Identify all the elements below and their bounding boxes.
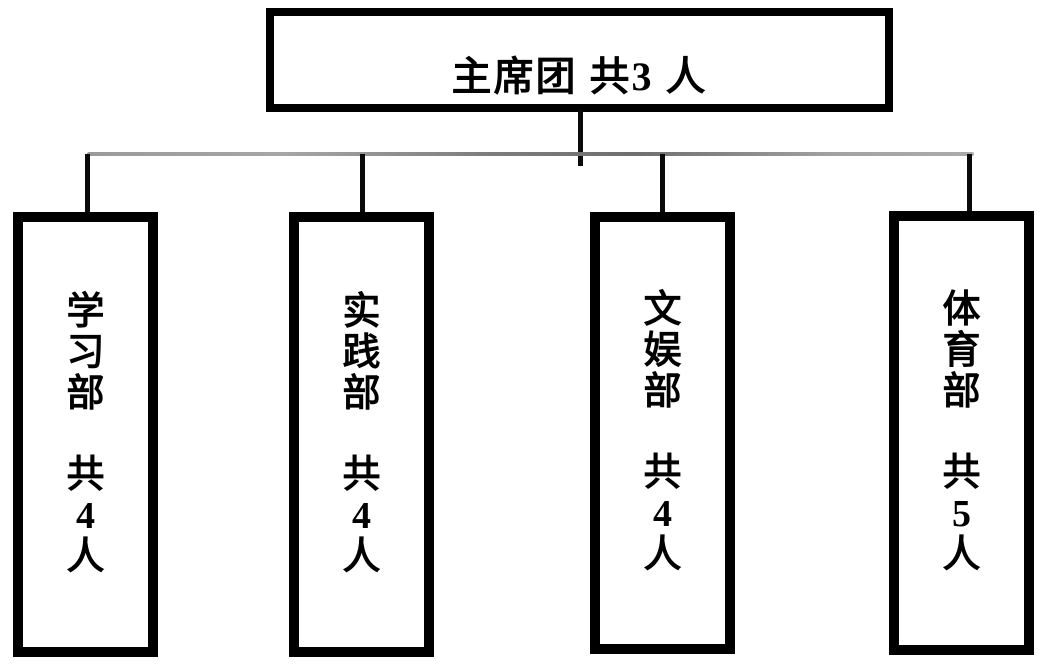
department-name: 文娱部 [643, 289, 682, 413]
department-member-count: 共5人 [942, 452, 981, 576]
connector-stem-dept-4 [967, 154, 972, 214]
department-node-study: 学习部 共4人 [13, 212, 158, 657]
connector-crossbar [87, 152, 974, 156]
connector-stem-dept-1 [85, 154, 90, 214]
department-node-sports: 体育部 共5人 [889, 211, 1034, 655]
department-name: 学习部 [66, 290, 105, 415]
department-name: 体育部 [942, 289, 981, 413]
department-node-culture: 文娱部 共4人 [590, 212, 735, 654]
connector-stem-dept-2 [360, 154, 365, 214]
department-member-count: 共4人 [342, 453, 381, 578]
root-node: 主席团 共3 人 [266, 8, 893, 112]
department-node-practice: 实践部 共4人 [289, 212, 434, 657]
department-member-count: 共4人 [643, 452, 682, 576]
connector-root-stem [578, 110, 583, 166]
connector-stem-dept-3 [660, 154, 665, 214]
root-node-label: 主席团 共3 人 [451, 54, 708, 99]
department-member-count: 共4人 [66, 453, 105, 578]
department-name: 实践部 [342, 290, 381, 415]
